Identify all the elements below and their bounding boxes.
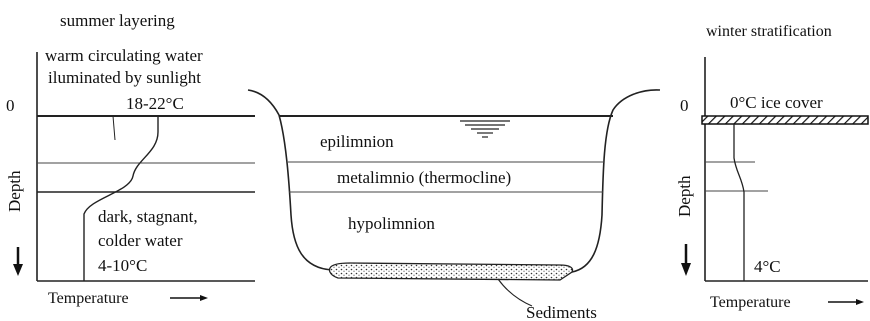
- epilimnion-label: epilimnion: [320, 132, 394, 151]
- water-level-icon: [460, 121, 510, 137]
- sediment-layer: [329, 263, 572, 280]
- summer-panel: summer layering warm circulating water i…: [5, 11, 255, 307]
- summer-temperature-arrow: [170, 295, 208, 301]
- metalimnion-label: metalimnio (thermocline): [337, 168, 511, 187]
- hypolimnion-label: hypolimnion: [348, 214, 435, 233]
- winter-depth-label: Depth: [675, 175, 694, 217]
- summer-warm-temp: 18-22°C: [126, 94, 184, 113]
- sediments-pointer: [498, 279, 532, 306]
- summer-warm-line1: warm circulating water: [45, 46, 203, 65]
- summer-zero-label: 0: [6, 96, 15, 115]
- summer-cold-temp: 4-10°C: [98, 256, 147, 275]
- lake-cross-section: epilimnion metalimnio (thermocline) hypo…: [248, 90, 660, 321]
- summer-cold-line2: colder water: [98, 231, 183, 250]
- winter-ice-cover: [702, 116, 868, 124]
- summer-depth-arrow: [13, 247, 23, 276]
- summer-title: summer layering: [60, 11, 175, 30]
- summer-warm-line2: iluminated by sunlight: [48, 68, 201, 87]
- winter-title: winter stratification: [706, 23, 832, 40]
- winter-zero-label: 0: [680, 96, 689, 115]
- winter-temperature-arrow: [828, 299, 864, 305]
- winter-depth-arrow: [681, 244, 691, 276]
- summer-label-pointer: [113, 116, 115, 140]
- summer-cold-line1: dark, stagnant,: [98, 207, 198, 226]
- winter-temperature-label: Temperature: [710, 294, 791, 311]
- summer-temperature-label: Temperature: [48, 290, 129, 307]
- summer-depth-label: Depth: [5, 170, 24, 212]
- winter-bottom-temp: 4°C: [754, 257, 781, 276]
- winter-ice-label: 0°C ice cover: [730, 93, 823, 112]
- winter-temperature-profile: [734, 124, 744, 281]
- sediments-label: Sediments: [526, 303, 597, 321]
- winter-panel: winter stratification 0 0°C ice cover De…: [675, 23, 868, 311]
